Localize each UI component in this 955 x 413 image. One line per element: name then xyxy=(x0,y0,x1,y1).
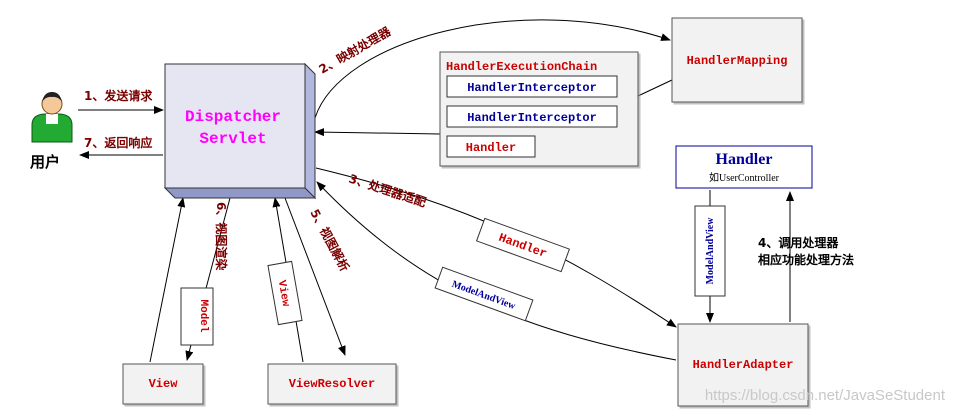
view-resolver-box xyxy=(267,363,397,405)
handler-adapter-label: HandlerAdapter xyxy=(693,358,794,372)
tag-model-vertical-label: Model xyxy=(197,299,209,332)
step-invoke-line1: 4、调用处理器 xyxy=(758,235,839,250)
interceptor-box-1 xyxy=(446,75,618,98)
chain-handler-label: Handler xyxy=(466,141,516,155)
dispatcher-servlet-box xyxy=(163,62,317,200)
arrow-return-modelandview xyxy=(316,181,677,361)
arrow-view-to-dispatcher xyxy=(149,197,186,363)
tag-modelandview-vertical xyxy=(694,205,726,297)
line-mapping-to-chain xyxy=(637,79,673,97)
view-box xyxy=(122,363,204,405)
step-adapt-handler: 3、处理器适配 xyxy=(347,171,428,210)
step-return-response: 7、返回响应 xyxy=(84,135,152,150)
handler-mapping-box xyxy=(671,17,803,103)
arrow-chain-to-dispatcher xyxy=(314,128,441,137)
tag-modelandview-vertical-label: ModelAndView xyxy=(705,217,716,285)
arrow-map-handler xyxy=(314,19,671,119)
handler-box xyxy=(675,145,813,189)
execution-chain-title: HandlerExecutionChain xyxy=(446,60,597,74)
view-resolver-label: ViewResolver xyxy=(289,377,375,391)
interceptor-label-2: HandlerInterceptor xyxy=(467,111,597,125)
arrow-resolve-view xyxy=(284,197,346,356)
tag-view-rotated xyxy=(267,260,303,326)
interceptor-box-2 xyxy=(446,105,618,128)
handler-adapter-box xyxy=(677,323,809,407)
step-map-handler: 2、映射处理器 xyxy=(316,23,394,77)
interceptor-label-1: HandlerInterceptor xyxy=(467,81,597,95)
tag-model-vertical xyxy=(180,287,214,346)
step-resolve-view: 5、视图解析 xyxy=(307,206,352,273)
user-label: 用户 xyxy=(30,153,60,171)
dispatcher-label-line2: Servlet xyxy=(199,130,266,148)
handler-mapping-label: HandlerMapping xyxy=(687,54,788,68)
chain-handler-box xyxy=(446,135,536,158)
dispatcher-label-line1: Dispatcher xyxy=(185,108,281,126)
step-render-view: 6、视图渲染 xyxy=(214,202,229,271)
step-invoke-line2: 相应功能处理方法 xyxy=(758,252,854,267)
handler-box-title: Handler xyxy=(716,151,773,168)
user-icon xyxy=(31,92,73,143)
tag-handler-diagonal xyxy=(475,217,571,273)
handler-box-subtitle: 如UserController xyxy=(709,171,780,184)
view-label: View xyxy=(149,377,179,391)
step-send-request: 1、发送请求 xyxy=(84,88,153,103)
tag-view-rotated-label: View xyxy=(275,279,291,307)
watermark-text: https://blog.csdn.net/JavaSeStudent xyxy=(705,387,946,404)
tag-modelandview-diagonal xyxy=(434,266,534,322)
